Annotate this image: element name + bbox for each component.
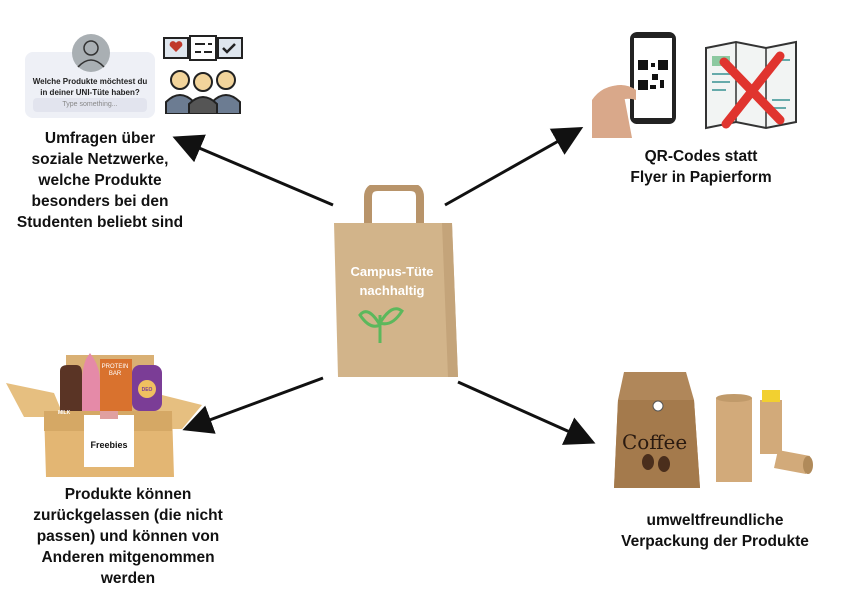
paper-bag-icon	[334, 185, 458, 377]
survey-question: Welche Produkte möchtest du in deiner UN…	[25, 76, 155, 98]
deo-label: DEO	[141, 387, 153, 393]
caption-line: QR-Codes statt	[644, 148, 758, 165]
caption-line: soziale Netzwerke,	[31, 151, 169, 168]
qr-caption: QR-Codes statt Flyer in Papierform	[596, 146, 806, 188]
avatar-icon	[72, 34, 110, 72]
survey-caption: Umfragen über soziale Netzwerke, welche …	[0, 128, 200, 233]
caption-line: umweltfreundliche	[646, 512, 784, 529]
freebies-caption: Produkte können zurückgelassen (die nich…	[0, 484, 256, 589]
survey-question-line1: Welche Produkte möchtest du	[32, 77, 148, 86]
caption-line: zurückgelassen (die nicht	[33, 507, 223, 524]
caption-line: welche Produkte	[38, 172, 162, 189]
center-title-line2: nachhaltig	[359, 283, 425, 298]
eco-packaging-icon	[614, 372, 813, 488]
crossed-out-flyer-icon	[705, 40, 797, 130]
caption-line: Flyer in Papierform	[630, 169, 772, 186]
caption-line: besonders bei den	[31, 193, 169, 210]
caption-line: passen) und können von	[36, 528, 220, 545]
phone-qr-code-icon	[592, 32, 676, 138]
survey-question-line2: in deiner UNI-Tüte haben?	[40, 88, 140, 97]
caption-line: werden	[100, 570, 156, 587]
freebies-box-label: Freebies	[90, 440, 128, 450]
caption-line: Umfragen über	[44, 130, 156, 147]
center-title-line1: Campus-Tüte	[350, 264, 434, 279]
milk-label: MILK	[58, 410, 71, 416]
freebies-box-icon	[6, 353, 202, 477]
center-title: Campus-Tüte nachhaltig	[330, 262, 454, 300]
caption-line: Produkte können	[64, 486, 192, 503]
discussion-people-icon	[163, 35, 243, 114]
caption-line: Anderen mitgenommen	[41, 549, 215, 566]
leaf-icon	[358, 307, 404, 343]
caption-line: Verpackung der Produkte	[621, 533, 809, 550]
caption-line: Studenten beliebt sind	[16, 214, 184, 231]
packaging-caption: umweltfreundliche Verpackung der Produkt…	[600, 510, 830, 552]
arrow-to-survey	[172, 134, 334, 207]
survey-answer-input[interactable]: Type something...	[33, 98, 147, 112]
arrow-to-freebies	[182, 376, 324, 434]
protein-bar-label: PROTEIN BAR	[101, 364, 129, 377]
arrow-to-packaging	[457, 380, 596, 445]
arrow-to-qr	[444, 127, 584, 207]
coffee-label: Coffee	[622, 430, 688, 454]
